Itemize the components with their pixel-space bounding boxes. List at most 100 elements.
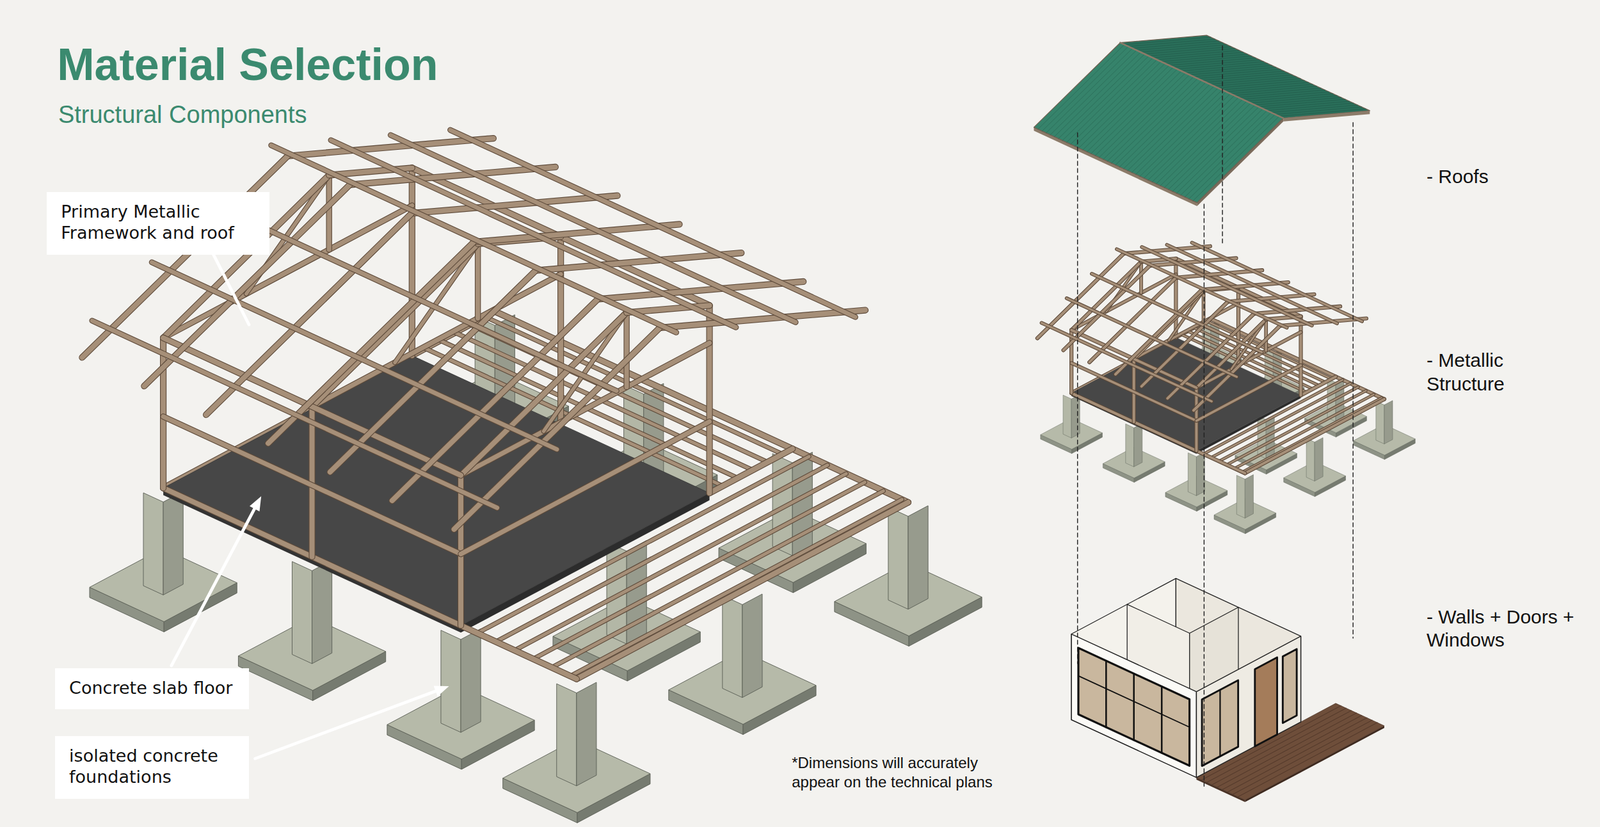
beam xyxy=(1141,247,1312,326)
beam xyxy=(473,224,680,242)
roof-corrugation xyxy=(1197,71,1284,79)
callout-box: Primary Metallic Framework and roof xyxy=(46,192,270,255)
title: Material Selection xyxy=(56,39,438,91)
beam xyxy=(151,262,557,450)
roof-corrugation xyxy=(1201,72,1289,81)
roof-corrugation xyxy=(1173,59,1260,67)
beam-edge xyxy=(392,298,598,501)
leader-line xyxy=(209,248,249,326)
exploded-walls xyxy=(1071,578,1385,802)
roof-corrugation xyxy=(1177,61,1264,70)
callout-text: Concrete slab floor xyxy=(69,677,235,699)
beam-edge xyxy=(1201,282,1289,290)
beam xyxy=(576,502,909,680)
pier-face xyxy=(1134,423,1143,467)
window-mullion xyxy=(1105,660,1108,728)
roof-corrugation xyxy=(1258,99,1346,107)
beam-edge xyxy=(535,252,742,271)
beam xyxy=(411,195,617,214)
beam-edge xyxy=(211,203,617,391)
beam xyxy=(570,499,902,676)
beam-edge xyxy=(474,243,481,319)
beam-edge xyxy=(412,167,710,306)
beam xyxy=(409,167,415,356)
beam-edge xyxy=(460,343,710,476)
beam-edge xyxy=(473,224,680,242)
beam xyxy=(707,305,713,493)
beam xyxy=(412,167,710,306)
beam xyxy=(1210,383,1351,458)
beam-edge xyxy=(659,310,866,329)
beam xyxy=(1175,270,1263,278)
pier-face xyxy=(576,682,597,786)
beam xyxy=(1244,399,1385,474)
beam-edge xyxy=(551,490,884,668)
roof-corrugation xyxy=(1205,74,1293,82)
beam xyxy=(327,175,332,250)
beam-edge xyxy=(163,487,577,679)
beam-edge xyxy=(1264,319,1268,351)
beam xyxy=(1264,319,1268,351)
roof-corrugation xyxy=(1181,63,1268,71)
beam xyxy=(624,312,630,387)
beam-edge xyxy=(1253,306,1341,314)
pier-face xyxy=(1244,474,1254,519)
beam xyxy=(477,456,809,633)
beam-edge xyxy=(1244,399,1385,474)
beam xyxy=(1041,322,1212,402)
beam-edge xyxy=(597,281,804,299)
pier-face xyxy=(908,505,928,610)
beam xyxy=(392,298,598,501)
beam xyxy=(271,145,677,333)
beam-edge xyxy=(1071,362,1197,421)
pier-face xyxy=(1125,423,1135,467)
beam xyxy=(312,243,479,407)
roof-corrugation xyxy=(1210,76,1297,85)
roof-corrugation xyxy=(1214,78,1301,87)
beam-edge xyxy=(1201,290,1206,322)
window-mullion xyxy=(1219,689,1221,757)
pier-face xyxy=(1187,452,1197,496)
beam-edge xyxy=(1298,316,1303,395)
beam xyxy=(496,465,828,642)
beam-edge xyxy=(1242,398,1382,473)
exploded-structure xyxy=(1037,242,1416,534)
beam-edge xyxy=(570,499,902,676)
beam xyxy=(1116,248,1288,328)
pier-face xyxy=(1306,438,1315,482)
roof-corrugation xyxy=(1128,39,1215,47)
beam xyxy=(1150,257,1237,266)
beam-edge xyxy=(271,145,677,333)
beam xyxy=(1299,316,1303,395)
beam xyxy=(659,310,866,329)
roof-corrugation xyxy=(1262,101,1350,109)
subtitle: Structural Components xyxy=(58,99,308,130)
beam xyxy=(163,416,461,555)
beam-edge xyxy=(576,502,909,680)
roof-corrugation xyxy=(1189,67,1277,75)
wall xyxy=(1071,634,1197,778)
alignment-line xyxy=(1077,132,1078,664)
beam xyxy=(211,203,617,391)
beam xyxy=(1201,282,1289,290)
pier-face xyxy=(312,560,333,664)
roof-corrugation xyxy=(1184,112,1272,198)
pier-face xyxy=(1384,400,1393,445)
beam xyxy=(709,448,793,493)
window xyxy=(1078,647,1190,766)
roof-corrugation xyxy=(1152,50,1240,58)
roof-corrugation xyxy=(1234,88,1321,96)
roof-corrugation xyxy=(1246,93,1334,102)
window-transom xyxy=(1078,675,1190,728)
beam xyxy=(1066,298,1238,377)
beam-edge xyxy=(350,167,556,185)
roof-corrugation xyxy=(1189,114,1276,200)
beam xyxy=(163,487,577,679)
pier-face xyxy=(1196,451,1205,496)
beam xyxy=(1123,246,1211,254)
beam xyxy=(1242,398,1382,473)
beam-edge xyxy=(1196,332,1301,388)
pier-face xyxy=(143,492,164,596)
roof-corrugation xyxy=(1136,42,1224,50)
